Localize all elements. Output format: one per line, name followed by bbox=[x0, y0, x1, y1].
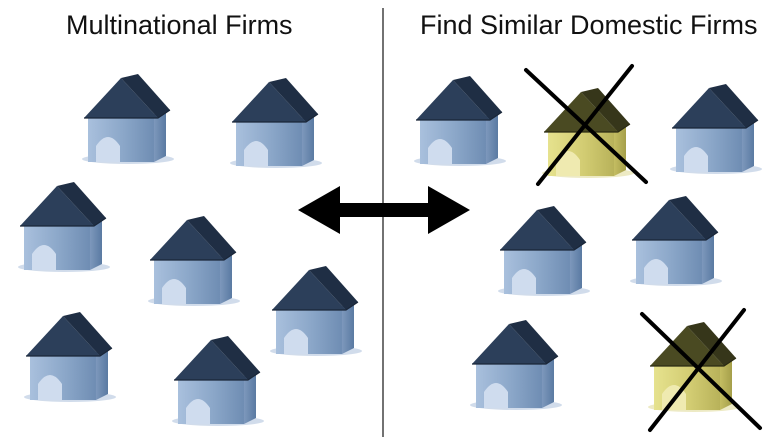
multinational-firm-house-icon bbox=[147, 215, 241, 307]
multinational-firm-house-icon bbox=[17, 181, 111, 273]
multinational-firm-house-icon bbox=[81, 73, 175, 165]
domestic-firm-house-icon bbox=[497, 205, 591, 297]
multinational-firms-title: Multinational Firms bbox=[66, 10, 293, 40]
domestic-firm-house-icon bbox=[669, 83, 763, 175]
multinational-firms-group bbox=[17, 73, 363, 427]
x-cross-icon bbox=[524, 64, 648, 186]
domestic-firm-house-icon bbox=[469, 319, 563, 411]
multinational-firm-house-icon bbox=[23, 311, 117, 403]
x-cross-icon bbox=[640, 308, 762, 432]
domestic-firms-title: Find Similar Domestic Firms bbox=[420, 10, 758, 40]
domestic-firm-house-icon bbox=[629, 195, 723, 287]
multinational-firm-house-icon bbox=[229, 77, 323, 169]
multinational-firm-house-icon bbox=[269, 265, 363, 357]
domestic-firm-house-icon bbox=[413, 75, 507, 167]
double-arrow-icon bbox=[298, 186, 470, 234]
multinational-firm-house-icon bbox=[171, 335, 265, 427]
